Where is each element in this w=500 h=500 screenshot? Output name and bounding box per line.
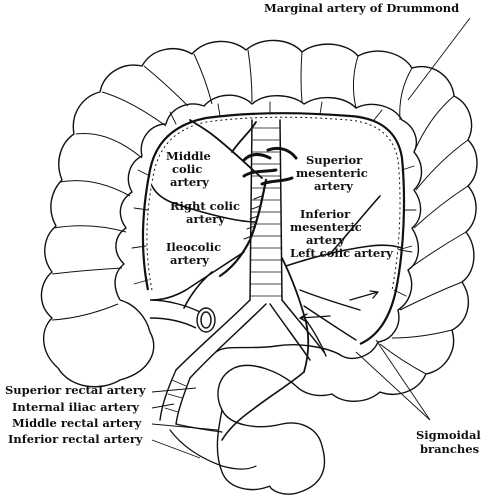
marginal-artery-vessel — [141, 112, 406, 346]
label-ileocolic-line-1: Ileocolic — [166, 240, 221, 254]
leader-inferior-rectal — [151, 439, 201, 459]
sigmoidal-branch-vessels — [299, 289, 361, 357]
label-sigmoidal-branches: Sigmoidal branches — [416, 428, 485, 456]
leader-middle-rectal — [151, 423, 219, 431]
rectum — [216, 409, 326, 495]
label-sigmoidal-line-2: branches — [420, 442, 479, 456]
cecum-outline — [57, 299, 155, 388]
ileocolic-artery-vessel — [151, 251, 245, 309]
colon-inner-outline — [114, 94, 423, 360]
label-left-colic-artery: Left colic artery — [290, 246, 393, 260]
label-sma-line-1: Superior — [306, 153, 363, 167]
label-middle-rectal-artery: Middle rectal artery — [12, 416, 142, 430]
label-middle-colic-artery: Middle colic artery — [166, 149, 215, 189]
label-ileocolic-line-2: artery — [170, 253, 209, 267]
label-right-colic-artery: Right colic artery — [170, 199, 244, 226]
ileum-opening — [196, 307, 216, 333]
vasa-recta — [131, 101, 417, 297]
label-sigmoidal-line-1: Sigmoidal — [416, 428, 481, 442]
leader-internal-iliac — [151, 403, 175, 409]
label-superior-mesenteric-artery: Superior mesenteric artery — [296, 153, 372, 193]
label-middle-colic-line-2: colic — [172, 162, 202, 176]
label-middle-colic-line-1: Middle — [166, 149, 211, 163]
label-ileocolic-artery: Ileocolic artery — [166, 240, 225, 267]
label-marginal-artery: Marginal artery of Drummond — [264, 1, 459, 15]
label-inferior-rectal-artery: Inferior rectal artery — [8, 432, 143, 446]
label-sma-line-2: mesenteric — [296, 166, 368, 180]
leader-lines — [151, 17, 471, 459]
label-ima-line-2: mesenteric — [290, 220, 362, 234]
leader-superior-rectal — [151, 387, 197, 393]
labels: Marginal artery of Drummond Middle colic… — [5, 1, 485, 456]
label-internal-iliac-artery: Internal iliac artery — [12, 400, 139, 414]
leader-sigmoidal — [355, 339, 431, 421]
aorta-hatching — [249, 127, 283, 297]
internal-iliac-hatch — [164, 379, 187, 413]
label-ima-line-3: artery — [306, 233, 345, 247]
arterial-tree — [131, 101, 417, 470]
left-common-iliac — [269, 299, 325, 361]
label-ima-line-1: Inferior — [300, 207, 351, 221]
ileum-tube — [149, 299, 201, 329]
left-colic-artery-vessel — [285, 195, 403, 267]
flow-arrow-left — [299, 313, 331, 323]
middle-colic-artery-vessel — [189, 119, 263, 179]
label-right-colic-line-1: Right colic — [170, 199, 240, 213]
label-superior-rectal-artery: Superior rectal artery — [5, 383, 146, 397]
sma-origin-branches — [242, 146, 298, 186]
haustral-folds — [51, 49, 469, 375]
label-sma-line-3: artery — [314, 179, 353, 193]
flow-arrow-right — [349, 290, 379, 301]
colon-illustration — [40, 39, 478, 495]
label-inferior-mesenteric-artery: Inferior mesenteric artery — [290, 207, 366, 247]
label-right-colic-line-2: artery — [186, 212, 225, 226]
leader-left-colic — [397, 245, 413, 251]
ileum-lumen — [200, 311, 212, 329]
marginal-artery — [141, 112, 406, 346]
inferior-rectal-artery-vessel — [169, 429, 257, 470]
right-common-iliac — [175, 299, 267, 379]
superior-mesenteric-artery — [218, 178, 268, 278]
internal-iliac-artery — [159, 369, 191, 425]
superior-rectal-artery-vessel — [221, 371, 305, 441]
leader-marginal — [407, 17, 471, 101]
label-middle-colic-line-3: artery — [170, 175, 209, 189]
right-colic-artery-vessel — [151, 185, 257, 223]
